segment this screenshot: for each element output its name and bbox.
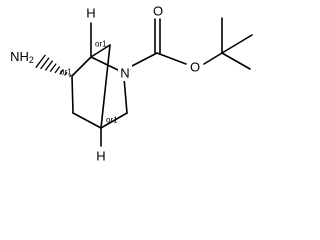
bond-ctert-methyl-bottom bbox=[221, 52, 251, 70]
bond-c6-c5 bbox=[71, 75, 74, 114]
hydrogen-top-label: H bbox=[86, 6, 95, 21]
bond-carbonyl-oester bbox=[156, 52, 187, 65]
bond-c7-c4 bbox=[100, 44, 111, 129]
stereo-label-c1: or1 bbox=[95, 40, 107, 49]
amine-subscript: 2 bbox=[29, 55, 34, 65]
hashed-wedge-bond bbox=[35, 54, 72, 78]
bond-n2-c3 bbox=[123, 77, 128, 114]
carbonyl-oxygen-label: O bbox=[153, 4, 163, 19]
bond-oester-ctert bbox=[203, 52, 223, 65]
molecule-diagram: NH2 N O O H H or1 or1 or1 bbox=[10, 4, 253, 164]
stereo-label-c4: or1 bbox=[106, 116, 118, 125]
bond-c1-c7 bbox=[90, 44, 111, 58]
bond-n2-carbonyl bbox=[129, 52, 158, 68]
bond-c5-c4 bbox=[72, 112, 102, 129]
atom-labels: NH2 N O O H H bbox=[10, 4, 200, 164]
ester-oxygen-label: O bbox=[190, 60, 200, 75]
bond-c1-c6 bbox=[71, 56, 92, 77]
stereo-labels: or1 or1 or1 bbox=[60, 40, 118, 125]
bonds bbox=[71, 17, 253, 147]
amine-label: NH2 bbox=[10, 49, 34, 66]
stereo-label-c6: or1 bbox=[60, 68, 72, 77]
bond-ctert-methyl-right bbox=[221, 34, 253, 54]
ring-nitrogen-label: N bbox=[120, 66, 129, 81]
bond-c3-c4 bbox=[100, 112, 128, 129]
hydrogen-bottom-label: H bbox=[96, 149, 105, 164]
bond-c1-n2 bbox=[90, 56, 119, 71]
amine-nh: NH bbox=[10, 49, 29, 64]
